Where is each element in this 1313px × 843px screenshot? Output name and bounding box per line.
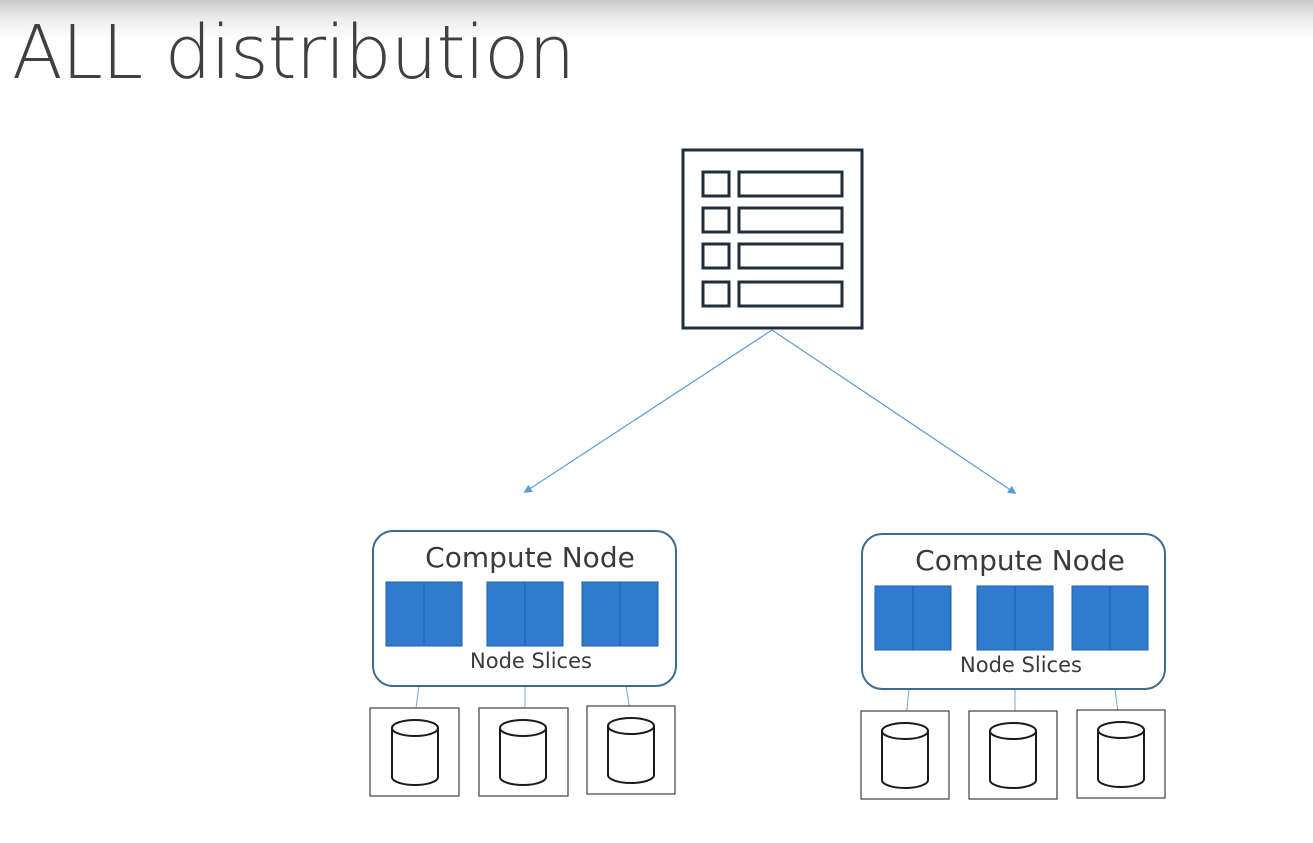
compute-node-label: Compute Node: [915, 544, 1125, 577]
node-slices-label: Node Slices: [470, 649, 592, 673]
node-slice: [486, 581, 564, 647]
table-row: [701, 280, 844, 308]
arrow-right: [771, 329, 1017, 494]
disk: [1076, 709, 1166, 799]
compute-node: Compute Node Node Slices: [372, 530, 677, 725]
header-shade: [0, 0, 1313, 40]
node-slice: [1071, 585, 1149, 651]
table-row: [701, 206, 844, 234]
disk: [586, 705, 676, 795]
disk: [478, 707, 569, 797]
disk: [968, 710, 1058, 800]
disk: [860, 710, 950, 800]
disk: [369, 707, 460, 797]
page-title: ALL distribution: [12, 10, 575, 96]
arrow-left: [523, 329, 773, 493]
table-row: [701, 170, 844, 198]
compute-node-label: Compute Node: [425, 541, 635, 574]
table-row: [701, 242, 844, 270]
node-slice: [581, 581, 659, 647]
node-slice: [976, 585, 1054, 651]
node-slice: [385, 581, 463, 647]
node-slice: [874, 585, 952, 651]
table-icon: [681, 148, 864, 330]
compute-node: Compute Node Node Slices: [861, 533, 1166, 729]
node-slices-label: Node Slices: [960, 653, 1082, 677]
